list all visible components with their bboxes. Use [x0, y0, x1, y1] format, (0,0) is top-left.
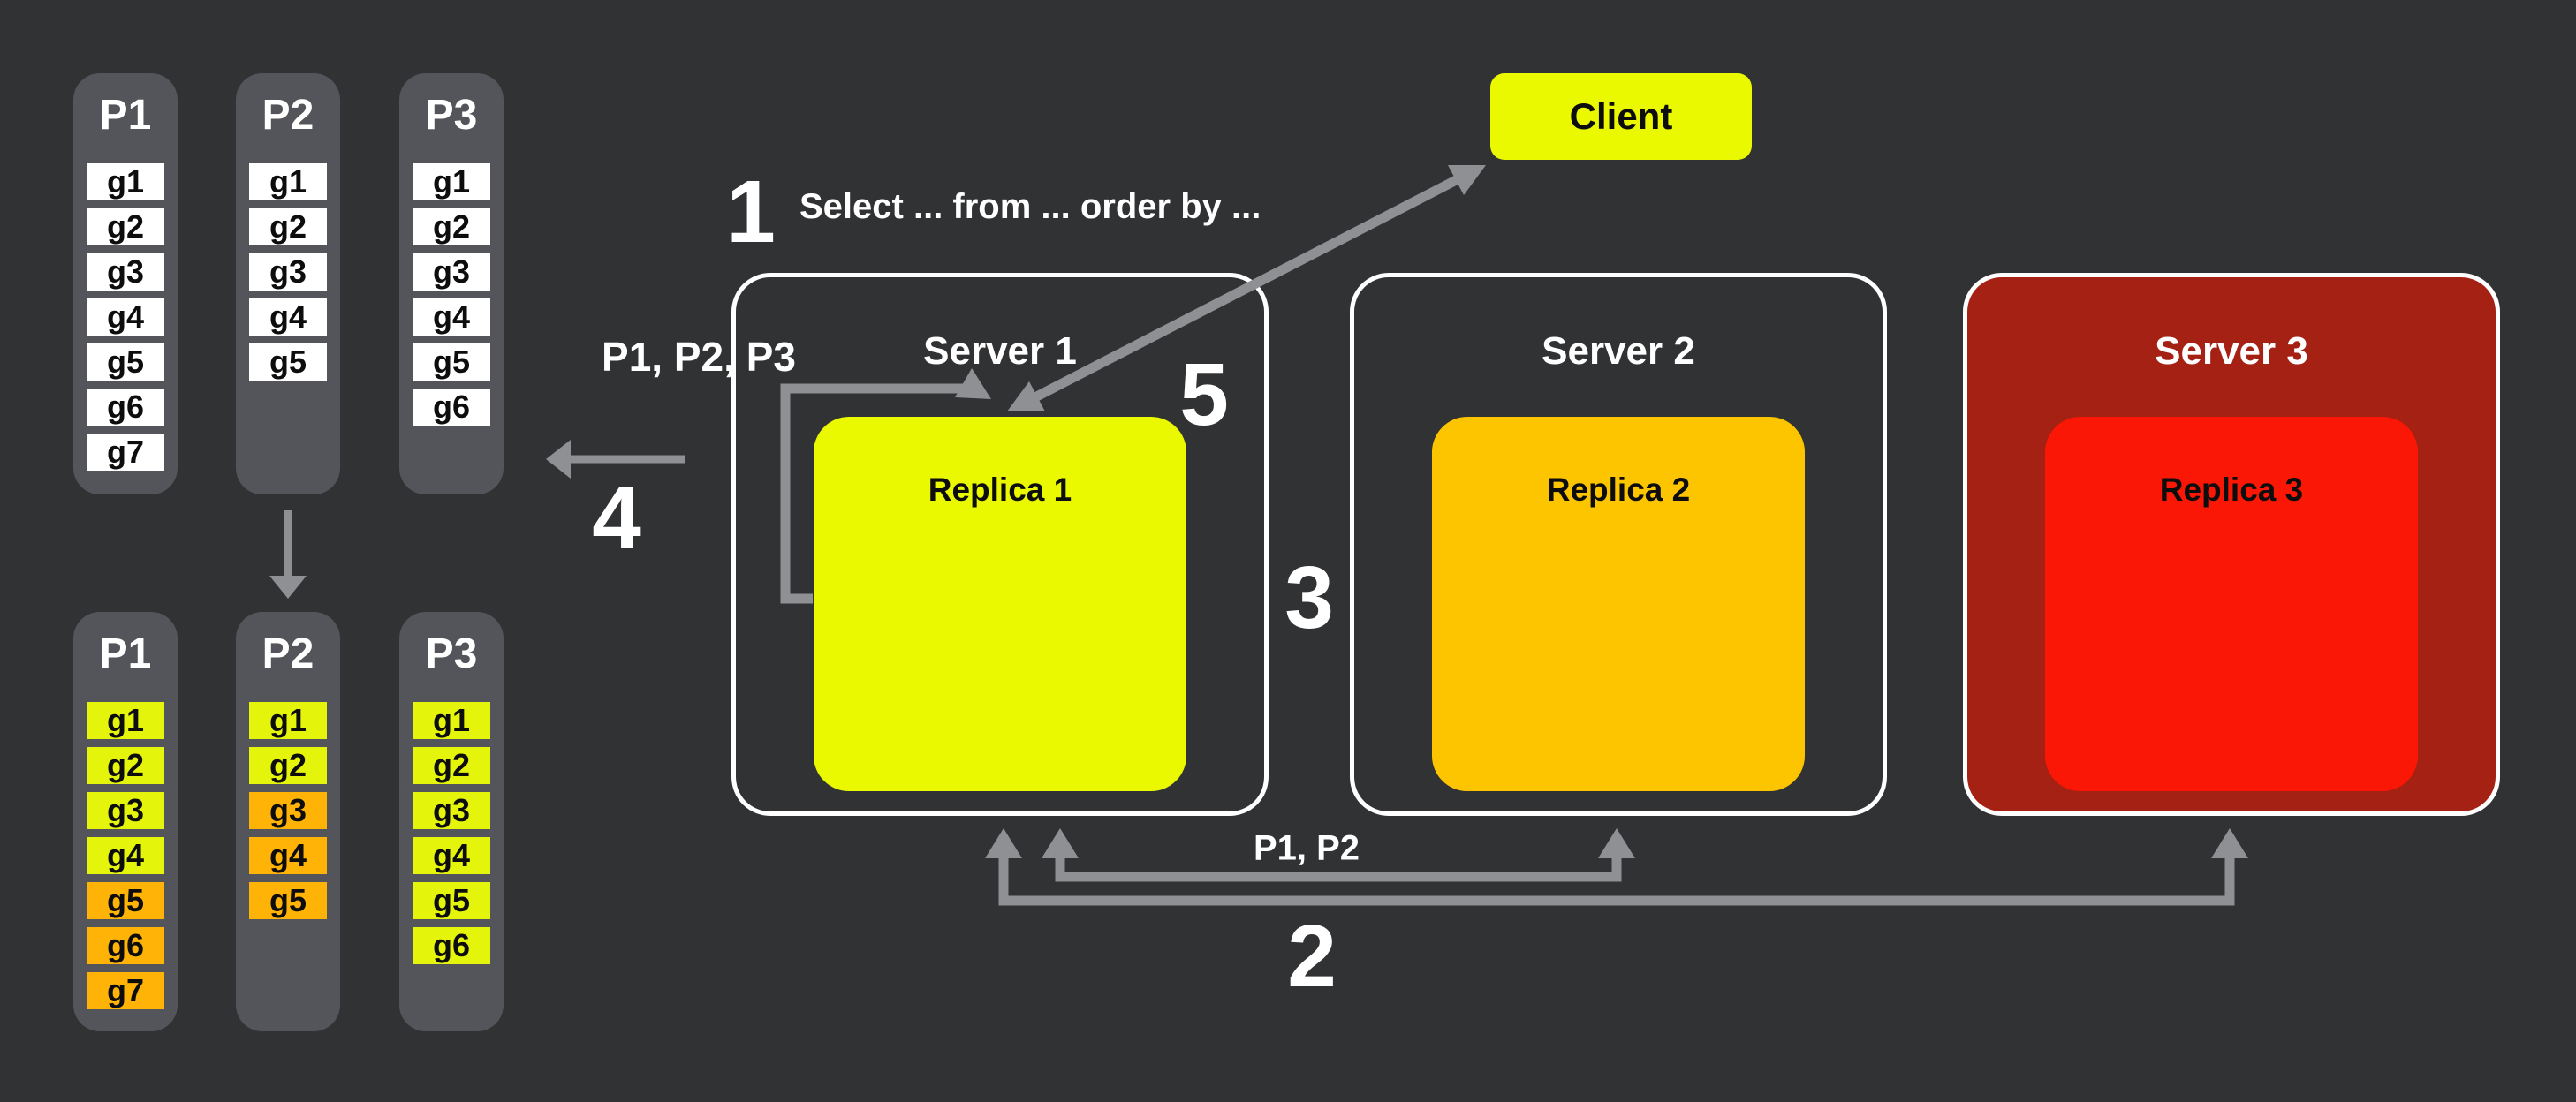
step-1-query-text: Select ... from ... order by ...	[799, 187, 1261, 226]
arrow-replicate-server1-server3	[985, 828, 2248, 906]
partition-cell-g5: g5	[249, 343, 327, 381]
partition-cells: g1 g2 g3 g4 g5 g6	[413, 702, 490, 964]
partition-cells: g1 g2 g3 g4 g5	[249, 163, 327, 381]
partition-title: P3	[425, 630, 478, 677]
partition-cell-g3: g3	[249, 253, 327, 291]
client-box: Client	[1490, 73, 1752, 160]
server-2-box: Server 2 Replica 2	[1350, 273, 1887, 816]
partition-column-bottom-p1: P1 g1 g2 g3 g4 g5 g6 g7	[73, 612, 178, 1031]
partition-cell-g3: g3	[413, 792, 490, 829]
partition-cell-g2: g2	[249, 747, 327, 784]
partition-cell-g5: g5	[249, 882, 327, 919]
partition-cell-g6: g6	[413, 389, 490, 426]
partition-cell-g2: g2	[413, 747, 490, 784]
partition-cell-g2: g2	[87, 208, 164, 245]
step-5-number: 5	[1179, 345, 1229, 444]
partition-cell-g3: g3	[87, 792, 164, 829]
partition-cell-g6: g6	[87, 927, 164, 964]
partition-cell-g1: g1	[413, 702, 490, 739]
partition-cell-g5: g5	[413, 343, 490, 381]
server-2-title: Server 2	[1542, 329, 1695, 373]
partition-cell-g1: g1	[249, 702, 327, 739]
arrow-p2-sort-down	[269, 510, 307, 599]
partition-cell-g1: g1	[87, 702, 164, 739]
partition-cell-g1: g1	[87, 163, 164, 200]
partition-cell-g4: g4	[413, 298, 490, 336]
replica-2-box: Replica 2	[1432, 417, 1805, 791]
partition-cell-g5: g5	[413, 882, 490, 919]
partition-cell-g1: g1	[249, 163, 327, 200]
partition-column-bottom-p2: P2 g1 g2 g3 g4 g5	[236, 612, 340, 1031]
partition-title: P1	[99, 630, 152, 677]
partition-cell-g4: g4	[413, 837, 490, 874]
partition-cell-g7: g7	[87, 972, 164, 1009]
partition-cell-g5: g5	[87, 882, 164, 919]
replica-1-box: Replica 1	[814, 417, 1186, 791]
partition-title: P3	[425, 92, 478, 139]
partition-cell-g5: g5	[87, 343, 164, 381]
partition-column-top-p1: P1 g1 g2 g3 g4 g5 g6 g7	[73, 73, 178, 494]
partition-title: P1	[99, 92, 152, 139]
partition-cell-g7: g7	[87, 434, 164, 471]
partition-cells: g1 g2 g3 g4 g5	[249, 702, 327, 919]
partition-column-bottom-p3: P3 g1 g2 g3 g4 g5 g6	[399, 612, 504, 1031]
step-1-number: 1	[726, 162, 776, 261]
partition-cell-g6: g6	[413, 927, 490, 964]
partition-cell-g6: g6	[87, 389, 164, 426]
partition-cells: g1 g2 g3 g4 g5 g6	[413, 163, 490, 426]
partition-cells: g1 g2 g3 g4 g5 g6 g7	[87, 163, 164, 471]
partition-cell-g3: g3	[87, 253, 164, 291]
partition-cell-g4: g4	[87, 298, 164, 336]
partition-title: P2	[261, 92, 314, 139]
partition-cell-g1: g1	[413, 163, 490, 200]
partition-cell-g4: g4	[87, 837, 164, 874]
partition-cell-g2: g2	[87, 747, 164, 784]
step-3-number: 3	[1284, 548, 1334, 647]
partition-cell-g4: g4	[249, 298, 327, 336]
server-3-box: Server 3 Replica 3	[1963, 273, 2500, 816]
server-3-title: Server 3	[2155, 329, 2308, 373]
partitions-label-server1: P1, P2, P3	[602, 334, 796, 380]
partition-cell-g3: g3	[413, 253, 490, 291]
partition-title: P2	[261, 630, 314, 677]
partition-cells: g1 g2 g3 g4 g5 g6 g7	[87, 702, 164, 1009]
partition-cell-g2: g2	[249, 208, 327, 245]
partition-cell-g3: g3	[249, 792, 327, 829]
partitions-label-replicate: P1, P2	[1253, 828, 1360, 868]
step-2-number: 2	[1287, 907, 1337, 1006]
partition-cell-g4: g4	[249, 837, 327, 874]
step-4-number: 4	[592, 469, 641, 568]
replica-3-box: Replica 3	[2045, 417, 2418, 791]
partition-cell-g2: g2	[413, 208, 490, 245]
partition-column-top-p2: P2 g1 g2 g3 g4 g5	[236, 73, 340, 494]
partition-column-top-p3: P3 g1 g2 g3 g4 g5 g6	[399, 73, 504, 494]
